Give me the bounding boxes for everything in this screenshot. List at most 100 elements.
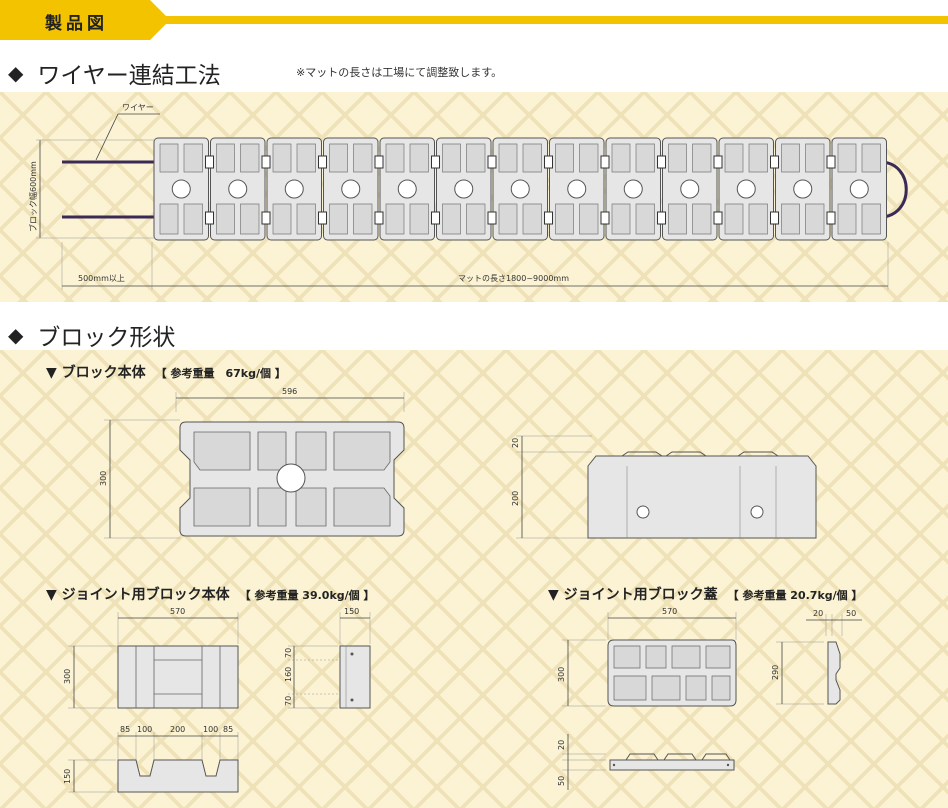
shape-diagram-band (0, 350, 948, 808)
length-note: ※マットの長さは工場にて調整致します。 (296, 66, 503, 79)
joint-connector (600, 155, 610, 169)
joint-connector (487, 155, 497, 169)
mat-block-hole (454, 179, 474, 199)
shape-section-title: ブロック形状 (37, 325, 176, 351)
block-center-hole (276, 463, 306, 493)
mat-blocks (153, 137, 887, 241)
joint-lid-weight: 【 参考重量 20.7kg/個 】 (727, 589, 863, 602)
joint-side-a: 70 (284, 648, 293, 658)
joint-body-title: ▼ ジョイント用ブロック本体 (46, 587, 230, 603)
mat-block (436, 137, 492, 241)
block-body-weight: 【 参考重量 67kg/個 】 (155, 367, 286, 380)
header-tab-label: 製品図 (45, 14, 108, 34)
mat-block (210, 137, 266, 241)
lid-front-a: 20 (557, 740, 566, 750)
header-bar: 製品図 (0, 0, 948, 40)
mat-block-hole (341, 179, 361, 199)
joint-connector (431, 155, 440, 169)
wire-diagram: ワイヤー ブロック幅600mm 500mm以上 マットの長さ1800~9000m… (28, 103, 908, 290)
mat-block-hole (736, 179, 756, 199)
joint-side-b: 160 (284, 667, 293, 682)
joint-connector (374, 211, 384, 225)
joint-b3: 200 (170, 725, 185, 734)
wire-diagram-band: ワイヤー ブロック幅600mm 500mm以上 マットの長さ1800~9000m… (0, 92, 948, 302)
mat-block (831, 137, 887, 241)
side-body (587, 455, 817, 539)
lid-pockets (613, 645, 731, 701)
mat-block-hole (284, 179, 304, 199)
joint-top-outline (117, 645, 239, 709)
mat-block-hole (228, 179, 248, 199)
joint-side-outline (339, 645, 371, 709)
joint-connector (544, 211, 553, 225)
mat-block-hole (510, 179, 530, 199)
joint-connector (826, 211, 836, 225)
joint-connector (318, 211, 327, 225)
joint-connector (431, 211, 440, 225)
wire-section-heading: ◆ ワイヤー連結工法 (8, 56, 221, 90)
mat-block (718, 137, 774, 241)
mat-block-hole (397, 179, 417, 199)
mat-block-hole (171, 179, 191, 199)
lid-side-a: 20 (813, 609, 823, 618)
joint-connector (487, 211, 497, 225)
joint-body-weight: 【 参考重量 39.0kg/個 】 (239, 589, 375, 602)
joint-height-value: 300 (63, 669, 72, 684)
block-width-label: ブロック幅600mm (28, 161, 38, 232)
block-width-value: 596 (282, 387, 297, 396)
wire-section-title: ワイヤー連結工法 (37, 63, 221, 89)
joint-connector (770, 211, 779, 225)
joint-body-heading: ▼ ジョイント用ブロック本体【 参考重量 39.0kg/個 】 (46, 584, 374, 604)
diamond-icon: ◆ (8, 323, 24, 347)
mat-block-hole (567, 179, 587, 199)
mat-block-hole (793, 179, 813, 199)
lid-front-base (609, 759, 735, 771)
lid-front-bumps (625, 753, 731, 761)
mat-block-hole (680, 179, 700, 199)
block-body-heading: ▼ ブロック本体【 参考重量 67kg/個 】 (46, 362, 286, 382)
mat-block-hole (849, 179, 869, 199)
mat-block (605, 137, 661, 241)
overhang-label: 500mm以上 (78, 274, 125, 283)
joint-connector (374, 155, 384, 169)
joint-side-c: 70 (284, 696, 293, 706)
joint-connector (261, 155, 271, 169)
block-body-side-view: 20 200 (511, 435, 817, 539)
block-height-value: 300 (99, 471, 108, 486)
side-bumps (621, 451, 779, 457)
lid-side-outline (827, 641, 841, 705)
mat-block-hole (623, 179, 643, 199)
mat-block (662, 137, 718, 241)
block-bottom-pockets (193, 487, 391, 527)
joint-connector (713, 211, 723, 225)
lid-width-value: 570 (662, 607, 677, 616)
joint-connector (318, 155, 327, 169)
mat-block (775, 137, 831, 241)
joint-connector (205, 211, 214, 225)
joint-width-value: 570 (170, 607, 185, 616)
wire-label: ワイヤー (122, 103, 154, 112)
mat-block (492, 137, 548, 241)
joint-lid-title: ▼ ジョイント用ブロック蓋 (548, 587, 718, 603)
wire-leader (95, 113, 119, 161)
joint-front-height: 150 (63, 769, 72, 784)
mat-length-label: マットの長さ1800~9000mm (458, 274, 569, 283)
shape-drawings: 596 300 20 200 570 300 (63, 387, 862, 793)
joint-connector (600, 211, 610, 225)
header-tab: 製品図 (0, 0, 170, 40)
mat-block (379, 137, 435, 241)
wire-loop (879, 160, 908, 219)
diamond-icon: ◆ (8, 61, 24, 85)
side-hole-right (750, 505, 764, 519)
side-body-value: 200 (511, 491, 520, 506)
side-hole-left (636, 505, 650, 519)
mat-block (323, 137, 379, 241)
joint-lid-heading: ▼ ジョイント用ブロック蓋【 参考重量 20.7kg/個 】 (548, 584, 862, 604)
joint-connector (657, 211, 666, 225)
joint-connector (261, 211, 271, 225)
lid-front-b: 50 (557, 776, 566, 786)
joint-b2: 100 (137, 725, 152, 734)
joint-b4: 100 (203, 725, 218, 734)
joint-connector (770, 155, 779, 169)
block-body-title: ▼ ブロック本体 (46, 365, 146, 381)
